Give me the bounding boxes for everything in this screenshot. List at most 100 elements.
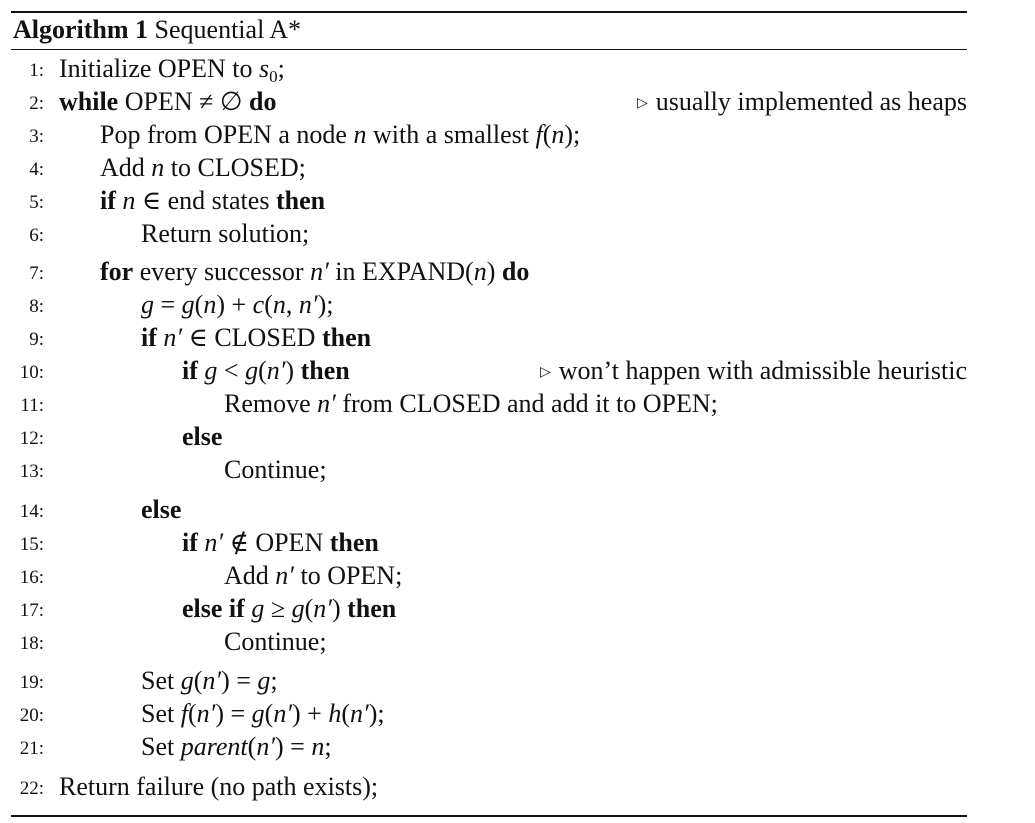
algorithm-line: 6:Return solution;: [11, 218, 967, 250]
line-code: Remove n′ from CLOSED and add it to OPEN…: [224, 388, 718, 420]
math-symbol: n′: [298, 290, 318, 319]
caption-title: Sequential A*: [154, 15, 302, 44]
keyword: for: [100, 257, 134, 286]
code-text: ) +: [292, 699, 329, 728]
code-text: ≥: [264, 594, 292, 623]
code-text: (: [264, 290, 273, 319]
code-text: ): [285, 356, 301, 385]
code-text: ): [486, 257, 502, 286]
algorithm-line: 3: Pop from OPEN a node n with a smallest…: [11, 119, 967, 151]
math-symbol: n′: [266, 356, 286, 385]
algorithm-line: 12:else: [11, 421, 967, 453]
line-code: if n′ ∈ CLOSED then: [141, 322, 371, 354]
math-symbol: n′: [196, 699, 216, 728]
line-number: 19:: [19, 672, 44, 693]
line-code: Add n′ to OPEN;: [224, 560, 402, 592]
line-code: g = g(n) + c(n, n′);: [141, 289, 333, 321]
code-text: );: [368, 699, 385, 728]
line-code: Continue;: [224, 454, 327, 486]
code-text: to OPEN;: [293, 561, 403, 590]
code-text: (: [193, 666, 203, 695]
math-symbol: parent: [180, 732, 248, 761]
caption-rule: [11, 49, 967, 50]
math-symbol: g: [251, 594, 265, 623]
math-symbol: g: [181, 290, 195, 319]
line-number: 22:: [19, 778, 44, 799]
line-code: else: [141, 494, 181, 526]
line-number: 4:: [29, 159, 44, 180]
line-code: Pop from OPEN a node n with a smallest f…: [100, 119, 580, 151]
math-symbol: n: [473, 257, 487, 286]
line-number: 3:: [29, 126, 44, 147]
code-text: <: [217, 356, 246, 385]
algorithm-line: 13:Continue;: [11, 454, 967, 486]
code-text: Return solution;: [141, 219, 310, 248]
math-symbol: n: [353, 120, 367, 149]
math-symbol: f: [535, 120, 543, 149]
code-text: (: [304, 594, 314, 623]
line-code: else: [182, 421, 222, 453]
algorithm-line: 7:for every successor n′ in EXPAND(n) do: [11, 256, 967, 288]
keyword: do: [249, 87, 277, 116]
code-text: OPEN ≠ ∅: [118, 87, 250, 116]
code-text: Add: [100, 153, 152, 182]
line-number: 11:: [20, 395, 44, 416]
line-code: else if g ≥ g(n′) then: [182, 593, 396, 625]
line-code: while OPEN ≠ ∅ do: [59, 86, 277, 118]
comment-triangle-icon: ▷: [637, 96, 648, 111]
code-text: with a smallest: [366, 120, 536, 149]
algorithm-line: 16:Add n′ to OPEN;: [11, 560, 967, 592]
math-symbol: h: [328, 699, 342, 728]
math-symbol: c: [252, 290, 265, 319]
keyword: else if: [182, 594, 245, 623]
algorithm-line: 11: Remove n′ from CLOSED and add it to O…: [11, 388, 967, 420]
line-code: Set parent(n′) = n;: [141, 731, 332, 763]
code-text: ) =: [221, 666, 258, 695]
math-symbol: n′: [273, 699, 293, 728]
code-text: (: [247, 732, 257, 761]
math-symbol: g: [291, 594, 305, 623]
math-symbol: n′: [313, 594, 332, 623]
keyword: if: [182, 356, 198, 385]
code-text: ∈ CLOSED: [182, 323, 322, 352]
top-rule: [11, 11, 967, 13]
code-text: ,: [285, 290, 299, 319]
line-code: Initialize OPEN to s0;: [59, 53, 285, 85]
math-symbol: n′: [163, 323, 183, 352]
line-number: 15:: [19, 534, 44, 555]
algorithm-line: 21: Set parent(n′) = n;: [11, 731, 967, 763]
comment-text: won’t happen with admissible heuristic: [558, 356, 967, 385]
algorithm-block: Algorithm 1 Sequential A* 1:Initialize O…: [11, 0, 967, 823]
math-symbol: g: [180, 666, 194, 695]
code-text: Pop from OPEN a node: [100, 120, 354, 149]
code-text: Set: [141, 732, 181, 761]
line-comment: ▷usually implemented as heaps: [637, 86, 967, 120]
line-code: Set f(n′) = g(n′) + h(n′);: [141, 698, 385, 730]
line-code: Return failure (no path exists);: [59, 771, 378, 803]
keyword: else: [141, 495, 182, 524]
code-text: in EXPAND(: [328, 257, 474, 286]
code-text: (: [194, 290, 204, 319]
line-number: 21:: [19, 738, 44, 759]
algorithm-line: 1: Initialize OPEN to s0;: [11, 53, 967, 85]
algorithm-line: 2:while OPEN ≠ ∅ do▷usually implemented …: [11, 86, 967, 118]
line-number: 14:: [19, 501, 44, 522]
code-text: ) +: [216, 290, 253, 319]
math-symbol: g: [204, 356, 218, 385]
algorithm-line: 4:Add n to CLOSED;: [11, 152, 967, 184]
math-symbol: n: [551, 120, 565, 149]
line-code: for every successor n′ in EXPAND(n) do: [100, 256, 529, 288]
subscript: 0: [269, 67, 278, 86]
code-text: );: [564, 120, 581, 149]
line-number: 1:: [29, 60, 44, 81]
line-code: if n ∈ end states then: [100, 185, 325, 217]
code-text: ;: [324, 732, 332, 761]
keyword: then: [275, 186, 326, 215]
keyword: then: [329, 528, 379, 557]
line-number: 9:: [29, 329, 44, 350]
algorithm-line: 20:Set f(n′) = g(n′) + h(n′);: [11, 698, 967, 730]
line-code: Continue;: [224, 626, 327, 658]
line-code: if g < g(n′) then: [182, 355, 350, 387]
code-text: );: [317, 290, 334, 319]
code-text: ): [331, 594, 348, 623]
